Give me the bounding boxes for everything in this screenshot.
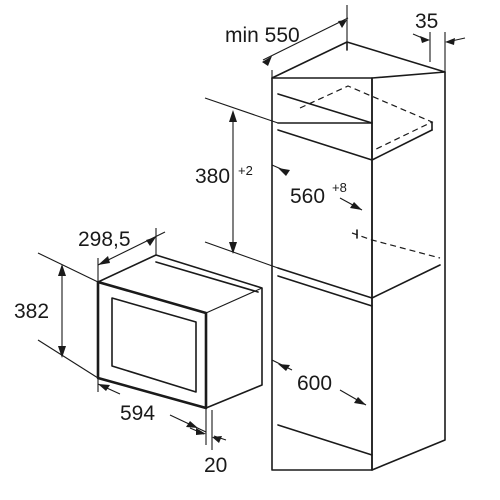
dim-600-arrow-left: [278, 364, 290, 371]
dim-20-arrow-left: [196, 428, 206, 435]
dimension-labels: min 550 35 380 +2 560 +8 600 298,5 382 5…: [14, 10, 438, 477]
dim-20-arrow-right: [212, 436, 222, 443]
dim-550-line: [262, 17, 349, 61]
label-appliance-height: 382: [14, 300, 49, 323]
dim-35-arrow-left: [420, 36, 430, 43]
dim-560-arrow-left: [278, 168, 290, 176]
label-appliance-width: 594: [120, 402, 155, 425]
cabinet-outline: [271, 41, 446, 471]
plinth-edge: [277, 424, 373, 456]
appliance-top-inner-edge: [155, 261, 259, 293]
dim-382-ext-bottom: [37, 339, 99, 379]
appliance-front-top-edge: [205, 287, 263, 314]
dimension-lines: [37, 5, 466, 450]
dim-600-arrow-right: [354, 397, 366, 405]
dim-382-ext-top: [37, 252, 99, 283]
label-niche-width-tolerance: +8: [332, 180, 347, 195]
dim-380-arrow-bottom: [229, 242, 237, 254]
label-niche-depth: 600: [297, 372, 332, 395]
label-appliance-depth: 298,5: [78, 228, 131, 251]
lower-shelf-bottom-edge: [277, 275, 373, 307]
lower-shelf-top-edge: [277, 267, 373, 299]
dim-594-arrow-left: [98, 384, 110, 391]
label-niche-width: 560: [290, 185, 325, 208]
dim-594-arrow-right: [186, 421, 198, 428]
label-cabinet-width: min 550: [225, 24, 300, 47]
dim-560-arrow-right: [350, 202, 362, 210]
upper-shelf-dashed-depth: [299, 85, 434, 152]
tall-cabinet: [271, 41, 446, 471]
upper-shelf-right-edge: [371, 129, 433, 161]
upper-shelf-bottom-edge: [277, 129, 373, 161]
dim-382-arrow-top: [58, 264, 66, 276]
lower-shelf-dashed-depth: [351, 232, 441, 259]
upper-shelf-top-edge: [277, 93, 373, 124]
label-niche-height: 380: [195, 165, 230, 188]
dim-298-line: [97, 231, 166, 266]
dim-550-arrow-right: [338, 20, 347, 28]
dim-380-ext-bottom: [204, 241, 279, 269]
dim-382-arrow-bottom: [58, 346, 66, 358]
label-front-overhang: 20: [204, 454, 227, 477]
cabinet-top-right-edge: [371, 71, 446, 79]
label-side-panel: 35: [415, 10, 438, 33]
dim-35-arrow-right: [445, 38, 455, 45]
dim-550-arrow-left: [262, 56, 272, 66]
dim-380-arrow-top: [229, 110, 237, 122]
label-niche-height-tolerance: +2: [238, 163, 253, 178]
appliance-front-frame: [96, 280, 208, 410]
dim-298-arrow-right: [146, 237, 156, 246]
dim-594-line-right: [169, 414, 207, 433]
appliance: [96, 254, 263, 410]
dim-298-arrow-left: [98, 256, 110, 265]
cabinet-front-face: [271, 77, 373, 471]
lower-shelf-right-edge: [371, 264, 441, 299]
appliance-door-window: [111, 297, 197, 393]
dim-380-ext-top: [204, 97, 279, 124]
